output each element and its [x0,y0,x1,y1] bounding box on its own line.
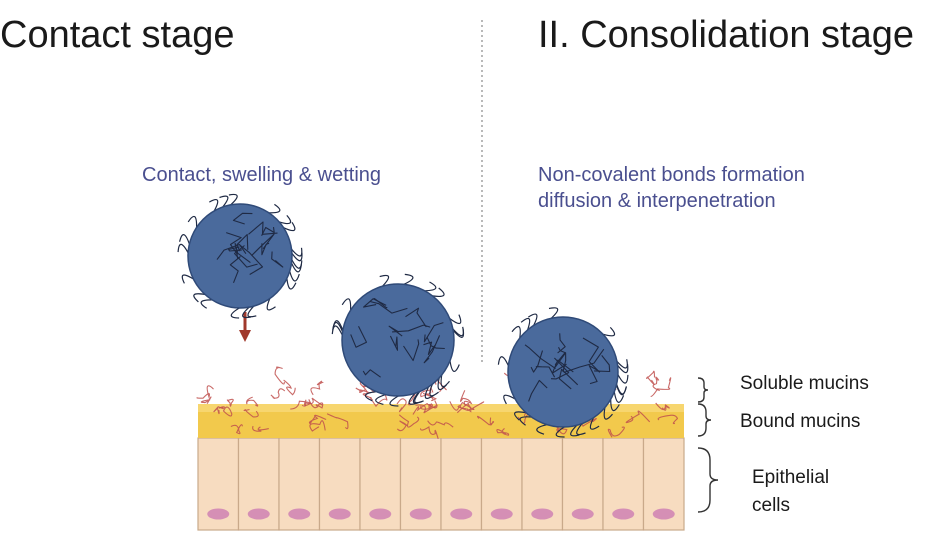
cell-nucleus [652,508,675,520]
mucin-strand [309,420,326,432]
mucin-strand [252,425,269,432]
mucin-strand [310,380,324,396]
mucin-strand [420,403,434,410]
bound-mucins-label: Bound mucins [740,411,861,432]
mucin-strand [283,379,296,396]
mucin-strand [396,398,407,413]
cell-nucleus [571,508,594,520]
mucin-strand [449,401,469,411]
mucin-strand [396,420,408,432]
cell-nucleus [328,508,351,520]
cell-nucleus [207,508,230,520]
cell-nucleus [450,508,473,520]
mucin-strand [355,387,371,394]
mucin-strand [243,408,259,418]
polymer-particles [177,193,629,438]
cell-nucleus [612,508,635,520]
consolidation-caption-line2: diffusion & interpenetration [538,190,776,212]
mucin-strand [398,414,420,428]
consolidation-caption: Non-covalent bonds formation diffusion &… [538,162,805,214]
mucin-strand [423,392,437,402]
downward-arrow [239,312,251,342]
mucin-strand [200,396,212,404]
mucin-strand [655,402,670,411]
mucin-strand [427,420,454,428]
mucin-strand [274,366,285,385]
epithelial-label-line2: cells [752,495,791,516]
bound-brace [697,403,712,437]
contact-caption: Contact, swelling & wetting [142,164,382,186]
mucin-strand [196,385,214,400]
mucin-strand [246,396,259,407]
mucin-strand [415,400,438,414]
epithelial-cell-layer [197,437,685,531]
cell-nucleus [247,508,270,520]
mucin-strand [290,399,311,410]
soluble-brace [697,377,709,403]
epithelial-label-line1: Epithelial [752,467,830,488]
mucin-strand [308,414,327,425]
contact-stage-title: Contact stage [0,14,235,56]
soluble-mucins-label: Soluble mucins [740,373,869,394]
cell-nucleus [490,508,513,520]
mucin-strand [652,376,660,392]
particle-approaching [177,193,303,319]
mucin-strand [476,415,495,426]
particle-contact [331,273,465,407]
mucin-strand [646,370,656,385]
mucin-strand [326,413,349,430]
consolidation-caption-line1: Non-covalent bonds formation [538,164,805,186]
cell-nucleus [369,508,392,520]
mucin-strand [270,388,286,400]
particle-consolidation [497,307,629,438]
mucin-strand [226,398,234,407]
epithelial-brace [697,447,719,513]
cell-nucleus [409,508,432,520]
mucin-strand [230,424,243,435]
mucin-strand [625,410,651,424]
mucin-strand [308,399,324,409]
mucin-strand [301,397,323,407]
consolidation-stage-title: II. Consolidation stage [538,14,915,56]
cell-nucleus [531,508,554,520]
mucin-strand [496,427,510,436]
mucin-strand [650,377,672,397]
mucin-strand [456,403,475,414]
bound-mucin-highlight [198,404,684,412]
mucin-strand [460,390,473,407]
mucin-strand [419,426,439,440]
mucin-strand [213,406,224,415]
mucin-strand [607,426,625,438]
mucin-strand [218,406,233,417]
label-braces [697,377,719,513]
cell-nucleus [288,508,311,520]
mucin-strand [657,414,679,425]
